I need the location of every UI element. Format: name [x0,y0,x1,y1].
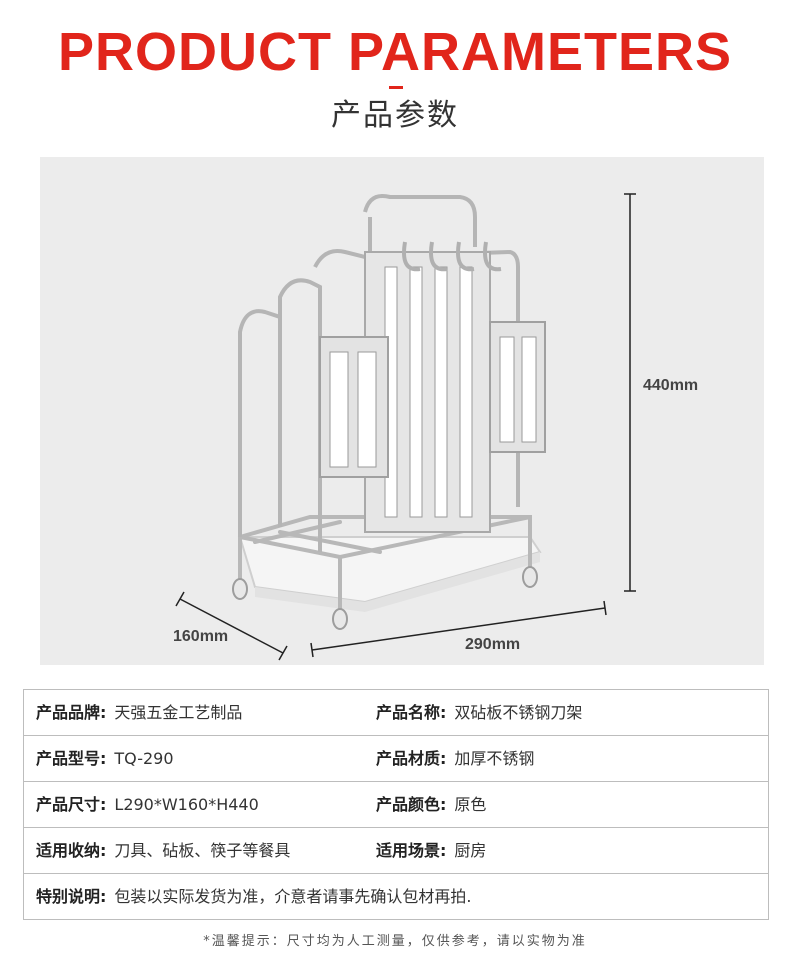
spec-value-name: 双砧板不锈钢刀架 [454,702,583,722]
spec-label-model: 产品型号: [36,748,107,768]
spec-cell: 产品品牌: 天强五金工艺制品 [24,703,376,723]
title-underline [389,86,403,89]
spec-label-brand: 产品品牌: [36,702,107,722]
spec-table: 产品品牌: 天强五金工艺制品 产品名称: 双砧板不锈钢刀架 产品型号: TQ-2… [23,689,769,920]
width-label: 290mm [465,636,521,653]
spec-cell: 产品尺寸: L290*W160*H440 [24,795,376,815]
spec-cell: 产品颜色: 原色 [376,795,486,815]
hooks [402,241,502,272]
spec-row: 产品品牌: 天强五金工艺制品 产品名称: 双砧板不锈钢刀架 [24,690,768,736]
utensil-holder-left [319,336,389,478]
page-title-cn: 产品参数 [331,98,459,133]
spec-label-size: 产品尺寸: [36,794,107,814]
spec-row: 产品尺寸: L290*W160*H440 产品颜色: 原色 [24,782,768,828]
spec-label-name: 产品名称: [376,702,447,722]
depth-label: 160mm [173,628,229,645]
spec-cell: 产品材质: 加厚不锈钢 [376,749,534,769]
page-title-en: PRODUCT PARAMETERS [57,22,732,82]
spec-label-usage: 适用收纳: [36,840,107,860]
width-dimension-line [310,600,607,658]
height-label: 440mm [643,377,699,394]
spec-row: 适用收纳: 刀具、砧板、筷子等餐具 适用场景: 厨房 [24,828,768,874]
spec-value-material: 加厚不锈钢 [454,748,535,768]
depth-dimension-line [175,591,288,661]
product-photo: 440mm 160mm 290mm [40,157,764,665]
spec-label-note: 特别说明: [36,886,107,906]
feet [232,566,538,630]
height-dimension-line [624,193,636,592]
spec-value-brand: 天强五金工艺制品 [114,702,243,722]
spec-label-scene: 适用场景: [376,840,447,860]
utensil-holder-right [489,321,546,453]
footer-note: *温馨提示：尺寸均为人工测量，仅供参考，请以实物为准 [203,934,587,949]
spec-cell: 产品型号: TQ-290 [24,749,376,769]
spec-label-color: 产品颜色: [376,794,447,814]
spec-value-color: 原色 [454,794,487,814]
spec-cell: 产品名称: 双砧板不锈钢刀架 [376,703,582,723]
spec-cell: 适用场景: 厨房 [376,841,486,861]
spec-row: 特别说明: 包装以实际发货为准，介意者请事先确认包材再拍. [24,874,768,919]
spec-cell: 适用收纳: 刀具、砧板、筷子等餐具 [24,841,376,861]
spec-value-size: L290*W160*H440 [114,794,259,814]
spec-row: 产品型号: TQ-290 产品材质: 加厚不锈钢 [24,736,768,782]
knife-block [364,251,491,533]
spec-value-note: 包装以实际发货为准，介意者请事先确认包材再拍. [114,886,472,906]
spec-value-usage: 刀具、砧板、筷子等餐具 [114,840,291,860]
spec-value-model: TQ-290 [114,748,174,768]
spec-cell: 特别说明: 包装以实际发货为准，介意者请事先确认包材再拍. [24,887,472,907]
spec-label-material: 产品材质: [376,748,447,768]
spec-value-scene: 厨房 [454,840,487,860]
